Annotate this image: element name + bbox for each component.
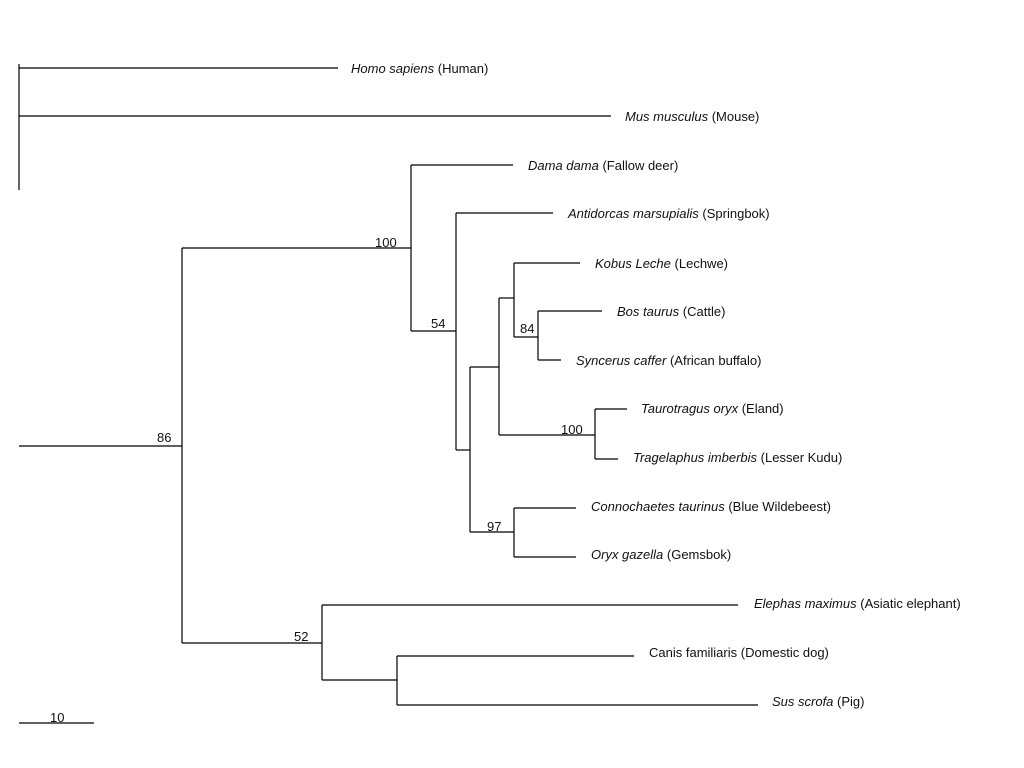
scientific-name: Bos taurus xyxy=(617,304,680,319)
scientific-name: Oryx gazella xyxy=(591,547,663,562)
common-name: (Asiatic elephant) xyxy=(860,596,960,611)
common-name: (Fallow deer) xyxy=(602,158,678,173)
bootstrap-root-clade: 86 xyxy=(157,430,171,445)
bootstrap-kob-bovini: 84 xyxy=(520,321,534,336)
bootstrap-bovidae: 54 xyxy=(431,316,445,331)
common-name: (Human) xyxy=(438,61,489,76)
taxon-label-springbok: Antidorcas marsupialis (Springbok) xyxy=(567,206,770,221)
scientific-name: Kobus Leche xyxy=(595,256,671,271)
bootstrap-tragelaphini: 100 xyxy=(561,422,583,437)
scientific-name: Sus scrofa xyxy=(772,694,833,709)
scientific-name: Mus musculus xyxy=(625,109,709,124)
scientific-name: Elephas maximus xyxy=(754,596,857,611)
taxon-label-african-buffalo: Syncerus caffer (African buffalo) xyxy=(576,353,761,368)
scale-bar-label: 10 xyxy=(50,710,64,725)
common-name: (Lesser Kudu) xyxy=(761,450,843,465)
taxon-label-asiatic-elephant: Elephas maximus (Asiatic elephant) xyxy=(754,596,961,611)
common-name: (Mouse) xyxy=(712,109,760,124)
common-name: (Gemsbok) xyxy=(667,547,731,562)
taxon-label-gemsbok: Oryx gazella (Gemsbok) xyxy=(591,547,731,562)
taxon-label-lesser-kudu: Tragelaphus imberbis (Lesser Kudu) xyxy=(633,450,842,465)
taxon-label-fallow-deer: Dama dama (Fallow deer) xyxy=(528,158,678,173)
common-name: (Cattle) xyxy=(683,304,726,319)
taxon-label-mouse: Mus musculus (Mouse) xyxy=(625,109,759,124)
scientific-name: Homo sapiens xyxy=(351,61,435,76)
taxon-label-blue-wildebeest: Connochaetes taurinus (Blue Wildebeest) xyxy=(591,499,831,514)
common-name: (Lechwe) xyxy=(675,256,728,271)
taxon-label-human: Homo sapiens (Human) xyxy=(351,61,488,76)
common-name: (African buffalo) xyxy=(670,353,762,368)
taxon-label-cattle: Bos taurus (Cattle) xyxy=(617,304,725,319)
bootstrap-alcelaphini: 97 xyxy=(487,519,501,534)
common-name: (Eland) xyxy=(742,401,784,416)
common-name: (Blue Wildebeest) xyxy=(728,499,831,514)
scientific-name: Dama dama xyxy=(528,158,599,173)
common-name: (Pig) xyxy=(837,694,864,709)
bootstrap-ruminant: 100 xyxy=(375,235,397,250)
scientific-name: Taurotragus oryx xyxy=(641,401,739,416)
taxon-label-lechwe: Kobus Leche (Lechwe) xyxy=(595,256,728,271)
scientific-name: Connochaetes taurinus xyxy=(591,499,725,514)
bootstrap-lower-clade: 52 xyxy=(294,629,308,644)
taxon-label-pig: Sus scrofa (Pig) xyxy=(772,694,865,709)
scientific-name: Tragelaphus imberbis xyxy=(633,450,758,465)
scientific-name: Syncerus caffer xyxy=(576,353,667,368)
taxon-label-domestic-dog: Canis familiaris (Domestic dog) xyxy=(649,645,829,660)
taxon-label-eland: Taurotragus oryx (Eland) xyxy=(641,401,784,416)
common-name: (Springbok) xyxy=(702,206,769,221)
scientific-name: Antidorcas marsupialis xyxy=(567,206,699,221)
common-name: Canis familiaris (Domestic dog) xyxy=(649,645,829,660)
